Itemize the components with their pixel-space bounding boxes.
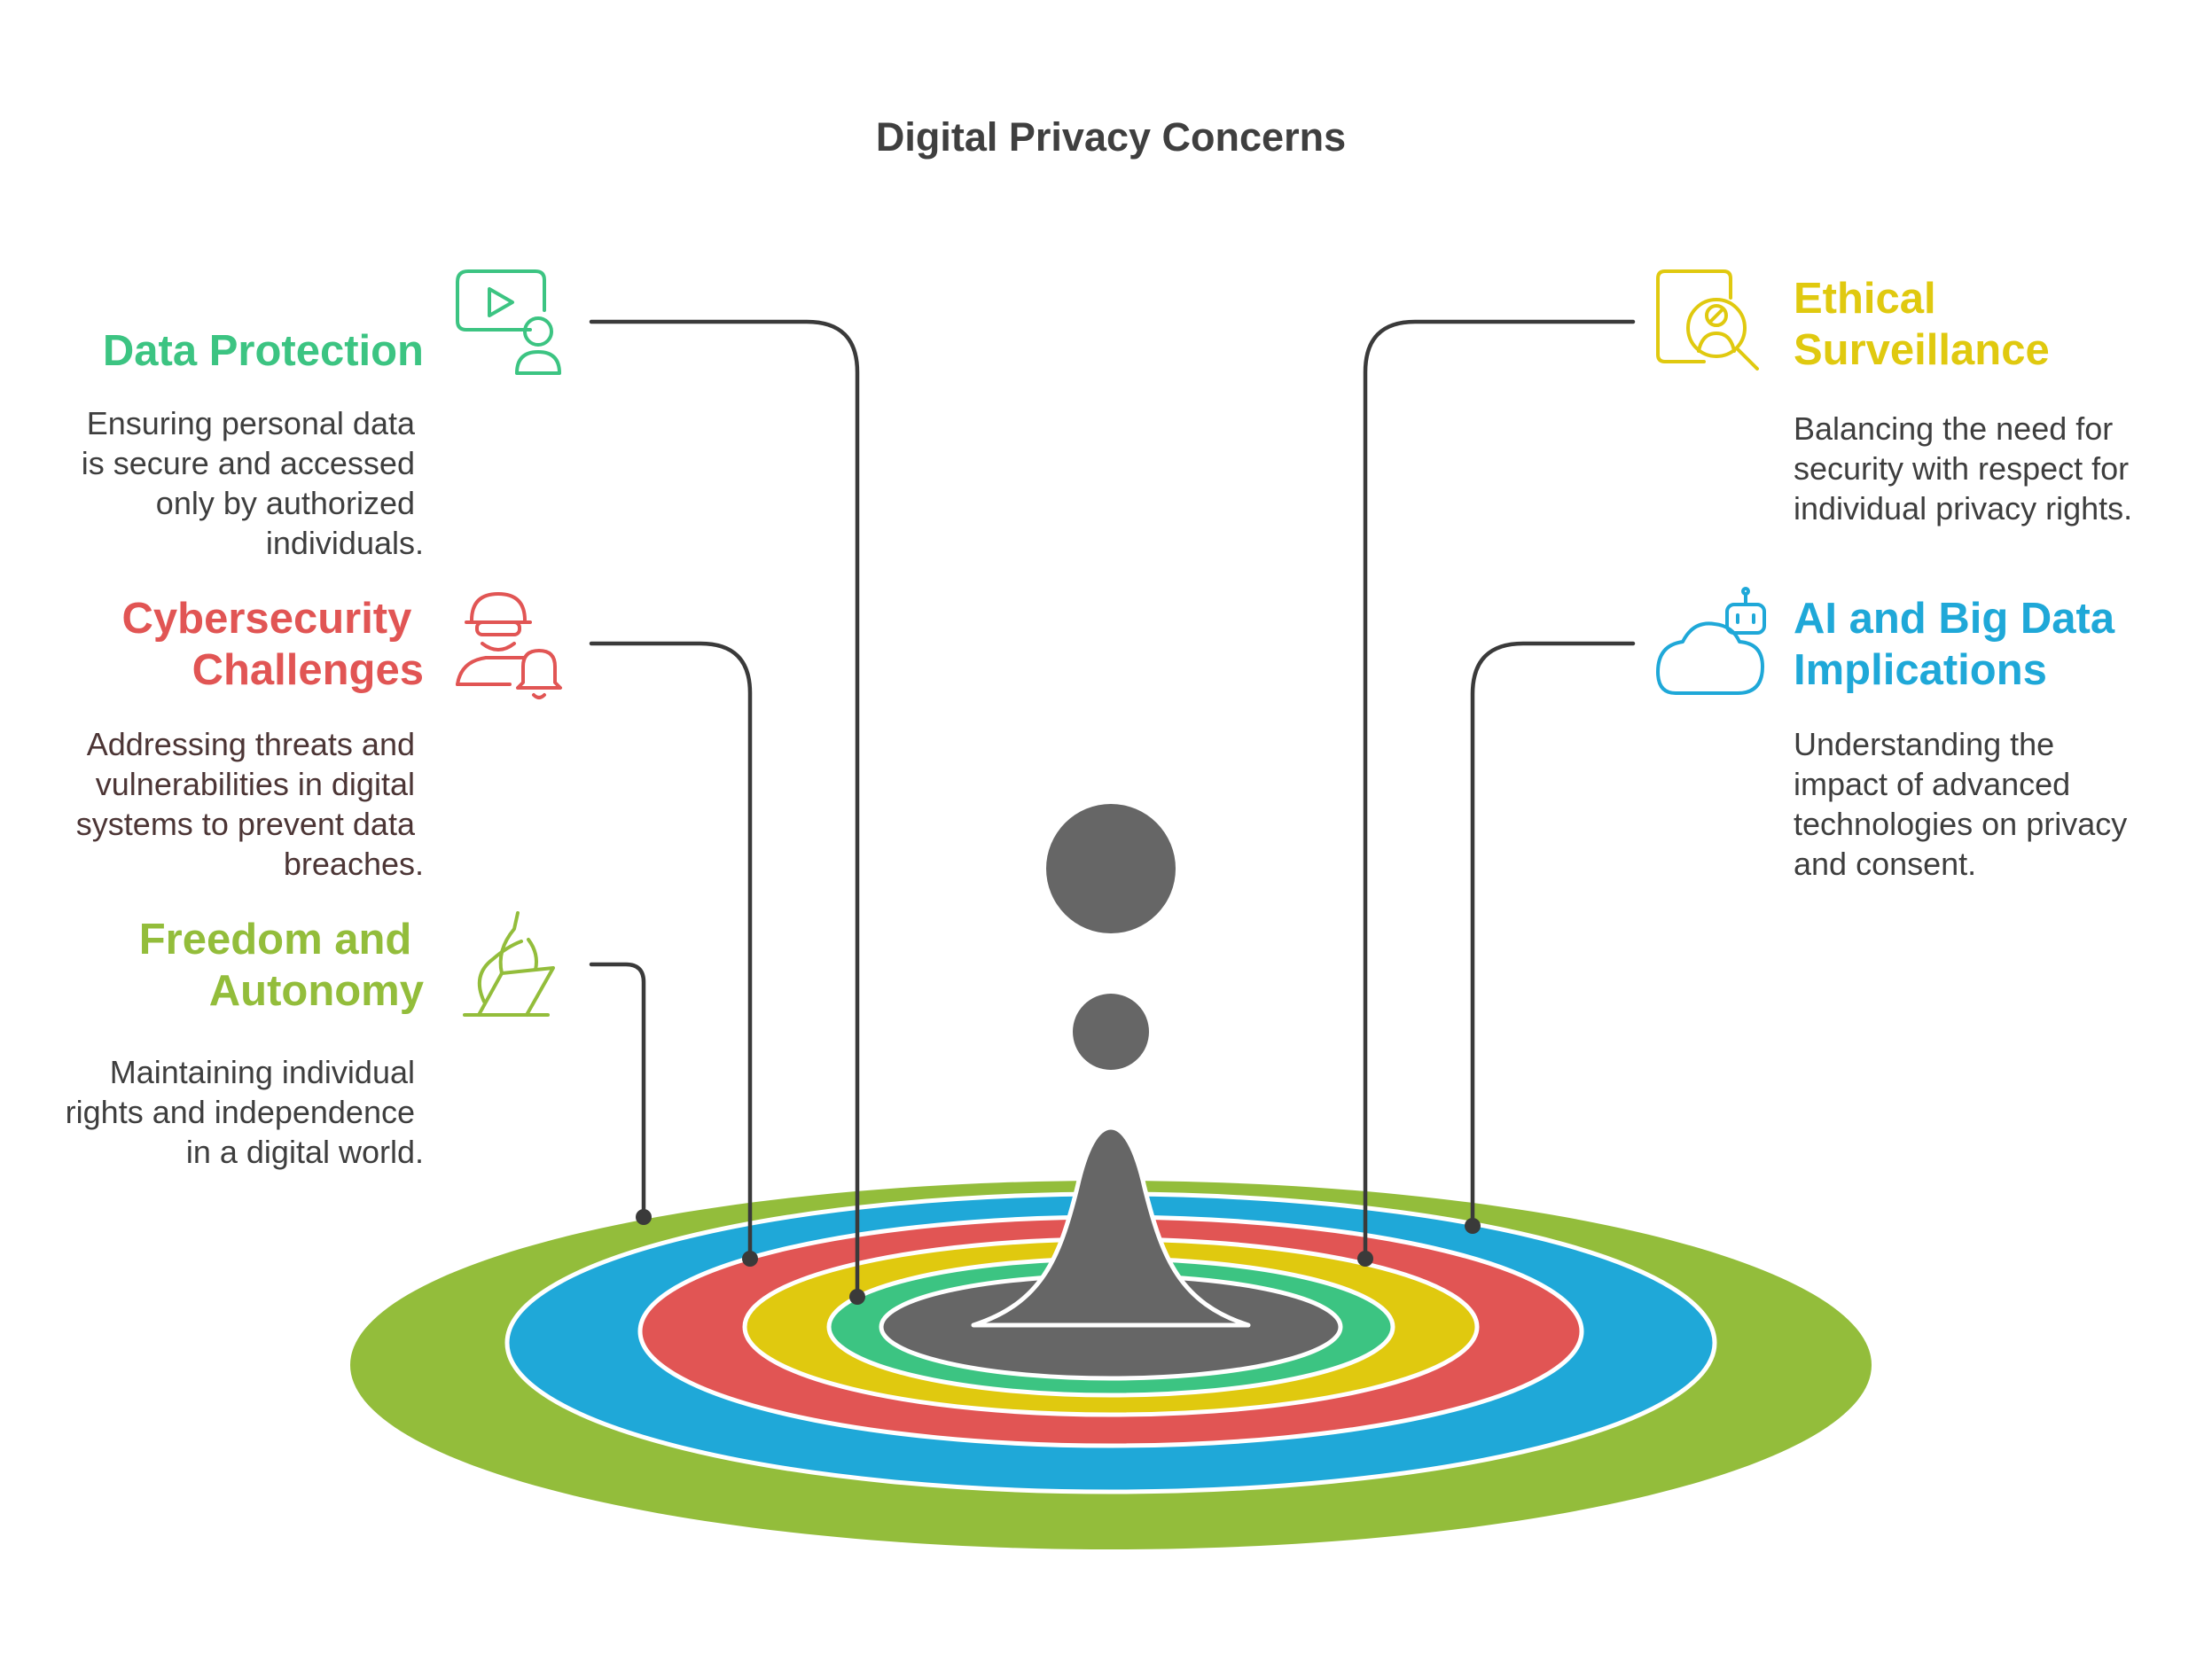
item-cybersecurity: Cybersecurity Challenges Addressing thre… — [76, 592, 562, 882]
heading-freedom: Freedom and Autonomy — [139, 916, 424, 1015]
item-ai-big-data: AI and Big Data Implications Understandi… — [1656, 587, 2136, 882]
item-data-protection: Data Protection Ensuring personal data i… — [82, 269, 561, 561]
heading-data-protection: Data Protection — [103, 327, 424, 375]
drop-small — [1073, 994, 1149, 1070]
connector-dot-ai-big-data — [1465, 1218, 1481, 1234]
cloud-robot-icon — [1656, 587, 1766, 695]
connectors — [589, 319, 1636, 1305]
connector-data-protection — [589, 319, 860, 1299]
page-title: Digital Privacy Concerns — [876, 114, 1346, 160]
connector-dot-data-protection — [849, 1289, 865, 1305]
drop-large — [1046, 804, 1176, 933]
water-drop — [971, 804, 1251, 1328]
splash-peak — [971, 1125, 1251, 1328]
heading-ai-big-data: AI and Big Data Implications — [1794, 595, 2127, 694]
hacker-alert-icon — [456, 592, 562, 699]
description-freedom: Maintaining individual rights and indepe… — [66, 1054, 424, 1170]
item-freedom: Freedom and Autonomy Maintaining individ… — [66, 911, 555, 1170]
description-ai-big-data: Understanding the impact of advanced tec… — [1794, 726, 2136, 882]
hand-freedom-icon — [463, 911, 555, 1017]
connector-ai-big-data — [1470, 641, 1636, 1229]
heading-ethical-surveillance: Ethical Surveillance — [1794, 275, 2050, 374]
connector-cybersecurity — [589, 641, 753, 1261]
heading-cybersecurity: Cybersecurity Challenges — [122, 595, 424, 694]
connector-dot-freedom — [636, 1209, 652, 1225]
connector-dot-ethical-surveillance — [1357, 1251, 1373, 1267]
connector-ethical-surveillance — [1363, 319, 1636, 1261]
connector-dot-cybersecurity — [742, 1251, 758, 1267]
description-data-protection: Ensuring personal data is secure and acc… — [82, 405, 424, 561]
description-ethical-surveillance: Balancing the need for security with res… — [1794, 410, 2138, 527]
description-cybersecurity: Addressing threats and vulnerabilities i… — [76, 726, 424, 882]
surveillance-magnifier-icon — [1656, 269, 1759, 371]
connector-freedom — [589, 962, 646, 1220]
video-user-icon — [456, 269, 561, 375]
item-ethical-surveillance: Ethical Surveillance Balancing the need … — [1656, 269, 2138, 527]
